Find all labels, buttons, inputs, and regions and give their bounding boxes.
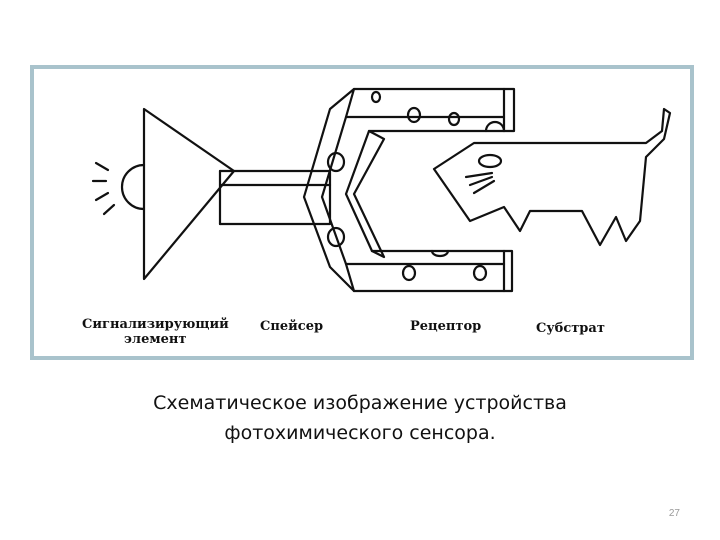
- label-signaling-line1: Сигнализирующий: [82, 317, 229, 332]
- spacer-bar: [218, 169, 332, 226]
- label-signaling-line2: элемент: [124, 332, 187, 347]
- light-rays-icon: [91, 161, 116, 216]
- label-receptor: Рецептор: [410, 319, 482, 334]
- label-substrate: Субстрат: [536, 321, 605, 336]
- slide-caption: Схематическое изображение устройства фот…: [60, 388, 660, 448]
- caption-line1: Схематическое изображение устройства: [153, 392, 567, 414]
- signaling-element-cone: [142, 107, 236, 281]
- receptor-clamp: [302, 87, 516, 293]
- diagram-frame: Сигнализирующий элемент Спейсер Рецептор…: [30, 65, 694, 360]
- label-spacer: Спейсер: [260, 319, 324, 334]
- substrate-shape: [432, 107, 672, 247]
- page-number: 27: [668, 508, 680, 519]
- caption-line2: фотохимического сенсора.: [224, 422, 496, 444]
- label-signaling-element: Сигнализирующий элемент: [82, 317, 229, 347]
- sensor-diagram: [91, 87, 672, 293]
- light-emitter-bulb: [120, 163, 146, 211]
